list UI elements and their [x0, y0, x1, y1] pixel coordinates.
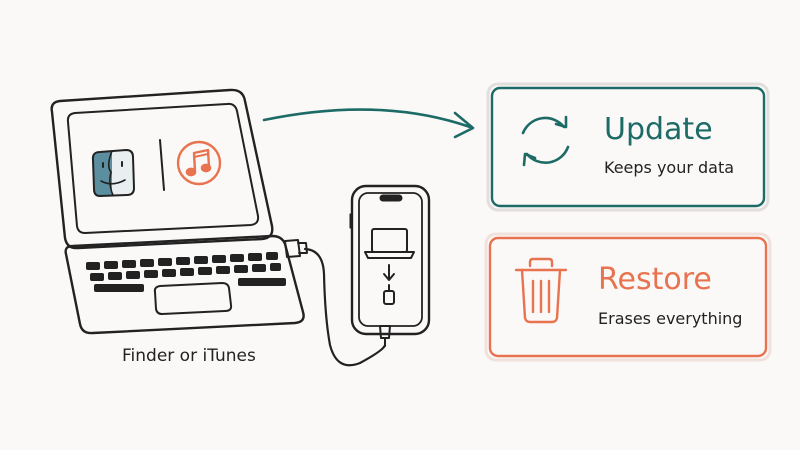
lightning-plug — [379, 325, 391, 339]
restore-card-border — [488, 236, 768, 358]
restore-title: Restore — [598, 262, 712, 297]
phone-notch — [379, 194, 403, 202]
laptop-lid — [50, 88, 274, 250]
phone-side-button — [349, 213, 353, 229]
down-arrow-icon — [383, 264, 395, 281]
cable-line — [303, 247, 387, 367]
update-card-shadow — [486, 82, 770, 212]
finder-icon — [91, 149, 135, 197]
usb-plug — [284, 239, 301, 258]
lightning-connector-icon — [383, 284, 395, 305]
restore-card-shadow — [484, 232, 772, 362]
iphone — [349, 184, 431, 336]
music-note-icon — [176, 140, 222, 186]
mini-laptop-icon — [364, 228, 415, 259]
update-title: Update — [604, 112, 713, 147]
update-subtitle: Keeps your data — [604, 158, 735, 177]
laptop-caption: Finder or iTunes — [122, 346, 256, 366]
flow-arrow — [262, 108, 475, 139]
update-card-border — [490, 86, 766, 208]
phone-body — [350, 184, 431, 336]
display-divider — [159, 139, 165, 191]
usb-plug-tip — [297, 242, 308, 254]
sync-arrows-icon — [521, 115, 570, 167]
update-card — [486, 82, 770, 212]
laptop — [50, 88, 305, 335]
phone-screen — [358, 192, 423, 327]
restore-subtitle: Erases everything — [598, 309, 743, 328]
restore-card — [484, 232, 772, 362]
laptop-trackpad — [153, 282, 233, 315]
laptop-base — [64, 234, 305, 335]
laptop-display — [66, 102, 260, 234]
laptop-keyboard — [86, 252, 286, 292]
trash-icon — [514, 257, 568, 324]
